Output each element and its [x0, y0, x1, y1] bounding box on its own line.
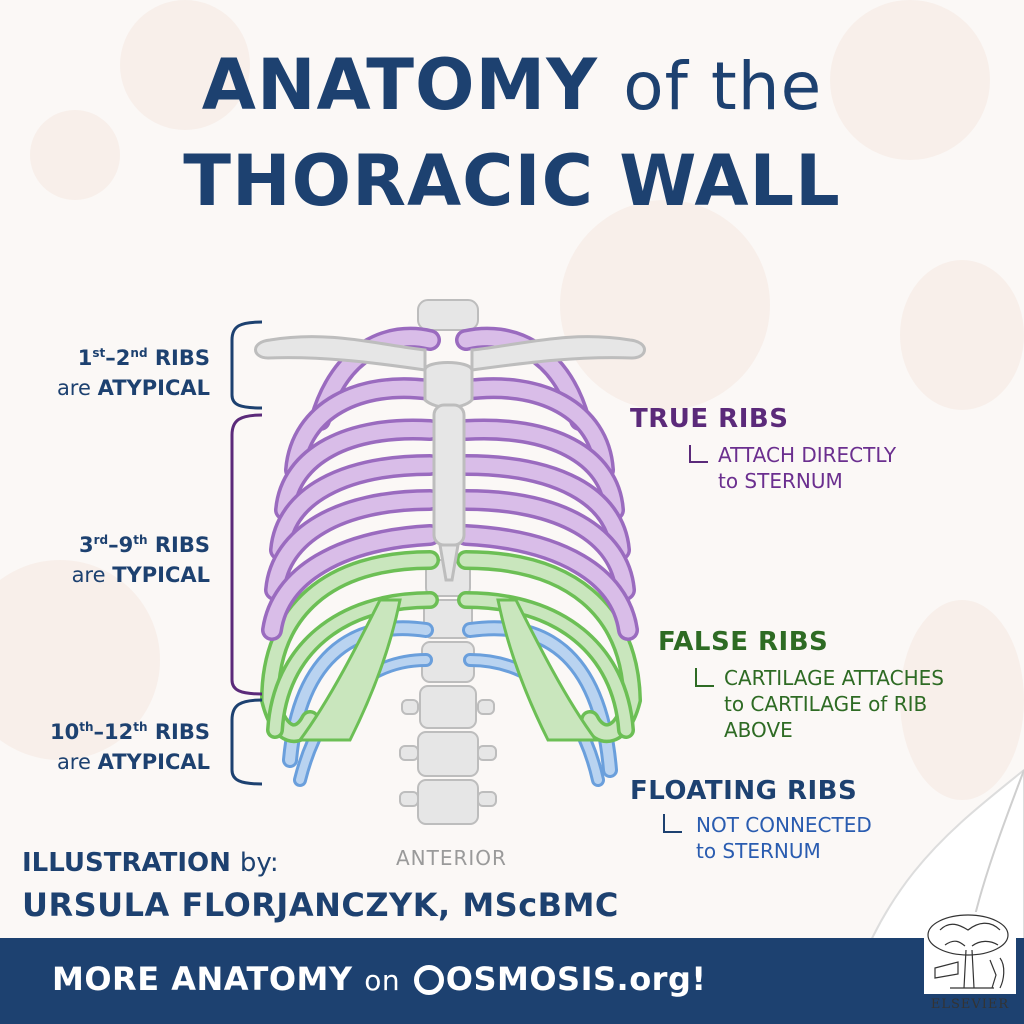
footer-bar	[0, 938, 1024, 1024]
label-10-12-sup2: th	[133, 720, 148, 734]
background-bubble	[30, 110, 120, 200]
footer-brand: OSMOSIS.org	[445, 960, 692, 998]
label-ribs-3-9: 3rd–9th RIBS are TYPICAL	[0, 525, 210, 590]
label-1-2-sep: –	[105, 346, 116, 370]
label-1-2-word: RIBS	[154, 346, 210, 370]
title-line-2: THORACIC WALL	[183, 140, 841, 222]
footer-bang: !	[691, 960, 707, 998]
false-ribs	[259, 550, 643, 744]
label-1-2-prefix: are	[56, 376, 91, 400]
background-bubble	[900, 600, 1024, 800]
label-3-9-prefix: are	[71, 563, 106, 587]
label-10-12-ordinal2: 12	[104, 720, 134, 744]
osmosis-logo-icon	[413, 965, 444, 995]
illustration-credit-line1: ILLUSTRATION by:	[22, 848, 279, 878]
footer-on: on	[364, 964, 401, 997]
illustrator-name: URSULA FLORJANCZYK, MScBMC	[22, 886, 619, 924]
title-bold-word: ANATOMY	[201, 44, 598, 126]
label-10-12-type: ATYPICAL	[97, 750, 210, 774]
background-bubble	[560, 200, 770, 410]
label-3-9-sep: –	[108, 533, 119, 557]
footer-prefix: MORE ANATOMY	[52, 960, 353, 998]
false-ribs-desc-line3: ABOVE	[724, 718, 793, 742]
false-ribs-desc-line1: CARTILAGE ATTACHES	[724, 666, 944, 690]
floating-ribs-desc: NOT CONNECTED to STERNUM	[696, 812, 872, 864]
label-1-2-ordinal2: 2	[115, 346, 131, 370]
footer-link[interactable]: MORE ANATOMY on OSMOSIS.org!	[52, 960, 706, 998]
floating-ribs-desc-line2: to STERNUM	[696, 839, 821, 863]
title-line-1: ANATOMY of the	[0, 44, 1024, 126]
label-10-12-sup1: th	[79, 720, 94, 734]
elsevier-wordmark: ELSEVIER	[930, 997, 1010, 1012]
label-ribs-10-12: 10th–12th RIBS are ATYPICAL	[0, 712, 210, 777]
floating-ribs-desc-line1: NOT CONNECTED	[696, 813, 872, 837]
label-10-12-sep: –	[93, 720, 105, 744]
false-ribs-title: FALSE RIBS	[658, 627, 829, 657]
true-ribs-desc-line2: to STERNUM	[718, 469, 843, 493]
background-bubble	[830, 0, 990, 160]
background-bubble	[120, 0, 250, 130]
anterior-label: ANTERIOR	[396, 846, 507, 870]
label-1-2-type: ATYPICAL	[97, 376, 210, 400]
label-3-9-type: TYPICAL	[112, 563, 210, 587]
true-ribs	[261, 326, 639, 641]
clavicles	[254, 335, 646, 372]
label-3-9-sup2: th	[133, 533, 148, 547]
label-10-12-word: RIBS	[154, 720, 210, 744]
label-ribs-1-2: 1st–2nd RIBS are ATYPICAL	[0, 338, 210, 403]
title-small-words: of the	[623, 48, 823, 125]
false-ribs-desc-line2: to CARTILAGE of RIB	[724, 692, 928, 716]
label-1-2-sup1: st	[92, 346, 106, 360]
label-1-2-ordinal1: 1	[77, 346, 93, 370]
sternum	[423, 361, 474, 582]
label-10-12-prefix: are	[56, 750, 91, 774]
spine	[399, 299, 497, 825]
label-1-2-sup2: nd	[130, 346, 148, 360]
label-3-9-word: RIBS	[154, 533, 210, 557]
illustration-by: by:	[239, 848, 279, 878]
floating-ribs-title: FLOATING RIBS	[630, 776, 858, 806]
background-bubble	[0, 560, 160, 760]
label-3-9-ordinal2: 9	[118, 533, 134, 557]
background-bubble	[900, 260, 1024, 410]
illustration-label: ILLUSTRATION	[22, 848, 231, 878]
true-ribs-title: TRUE RIBS	[630, 404, 789, 434]
false-ribs-desc: CARTILAGE ATTACHES to CARTILAGE of RIB A…	[724, 665, 944, 743]
label-3-9-sup1: rd	[93, 533, 109, 547]
label-3-9-ordinal1: 3	[79, 533, 94, 557]
label-10-12-ordinal1: 10	[50, 720, 80, 744]
true-ribs-desc: ATTACH DIRECTLY to STERNUM	[718, 442, 896, 494]
true-ribs-desc-line1: ATTACH DIRECTLY	[718, 443, 897, 467]
